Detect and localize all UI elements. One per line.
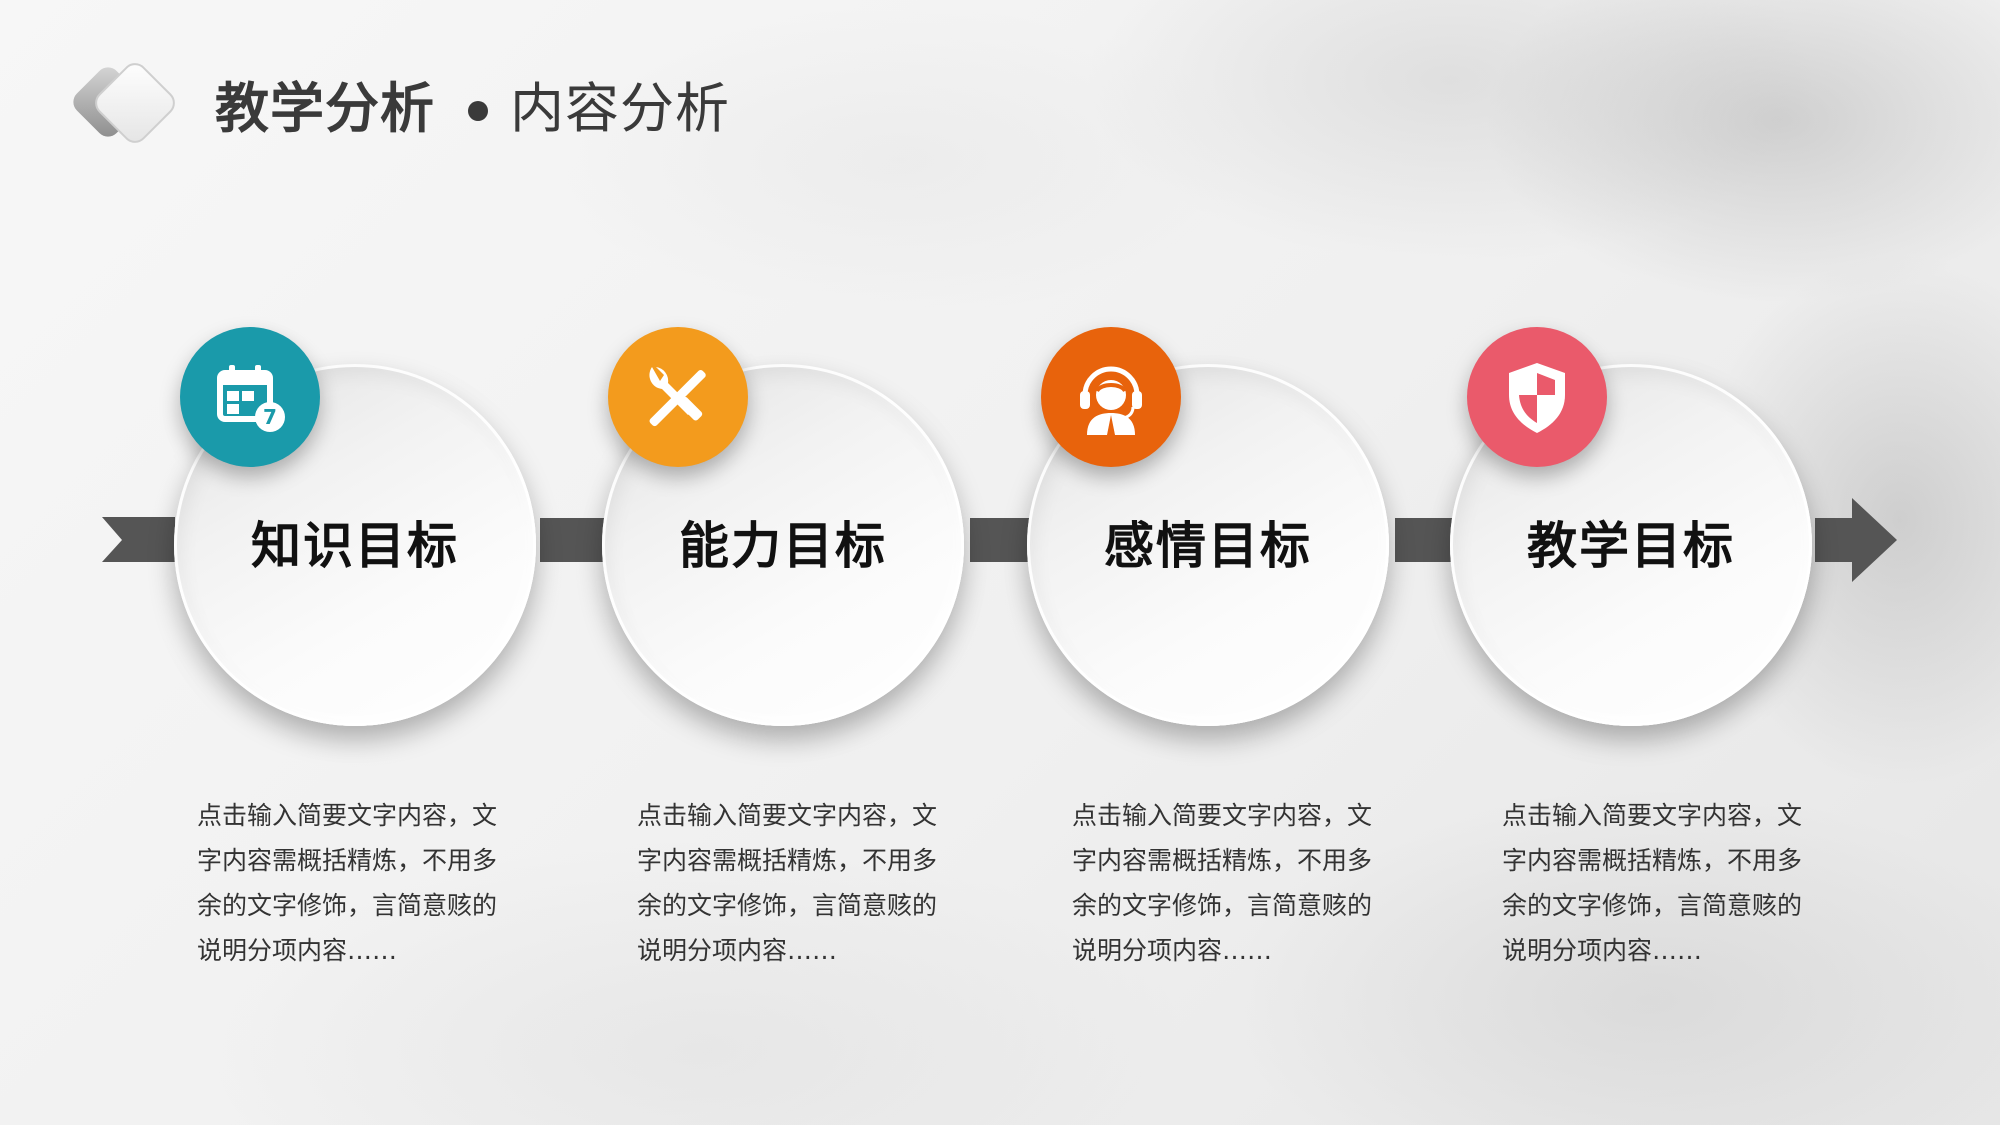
step-label: 感情目标 [1104, 517, 1312, 575]
step-description: 点击输入简要文字内容，文字内容需概括精炼，不用多余的文字修饰，言简意赅的说明分项… [637, 801, 938, 965]
step-badge-ability [608, 327, 748, 467]
flow-start-tail [102, 517, 175, 562]
tools-icon [649, 367, 706, 427]
step-description: 点击输入简要文字内容，文字内容需概括精炼，不用多余的文字修饰，言简意赅的说明分项… [197, 801, 498, 965]
page-title: 教学分析 [215, 77, 435, 140]
flow-arrow-head [1815, 498, 1897, 582]
logo-diamond-icon [73, 63, 175, 143]
page-subtitle: 内容分析 [510, 77, 730, 140]
headset-person-icon [1080, 366, 1142, 435]
title-separator-dot [468, 101, 488, 121]
svg-text:7: 7 [263, 405, 277, 429]
step-circle-emotion: 感情目标 [1027, 364, 1389, 726]
step-badge-teaching [1467, 327, 1607, 467]
step-label: 教学目标 [1527, 517, 1735, 575]
step-label: 知识目标 [251, 517, 459, 575]
flow-connector-1 [540, 518, 605, 562]
shield-icon [1509, 363, 1565, 433]
step-circle-ability: 能力目标 [602, 364, 964, 726]
step-badge-knowledge: 7 [180, 327, 320, 467]
step-label: 能力目标 [679, 517, 887, 575]
step-badge-emotion [1041, 327, 1181, 467]
flow-connector-2 [970, 518, 1030, 562]
step-description: 点击输入简要文字内容，文字内容需概括精炼，不用多余的文字修饰，言简意赅的说明分项… [1072, 801, 1373, 965]
step-description: 点击输入简要文字内容，文字内容需概括精炼，不用多余的文字修饰，言简意赅的说明分项… [1502, 801, 1803, 965]
flow-connector-3 [1395, 518, 1455, 562]
calendar-icon: 7 [217, 365, 285, 432]
